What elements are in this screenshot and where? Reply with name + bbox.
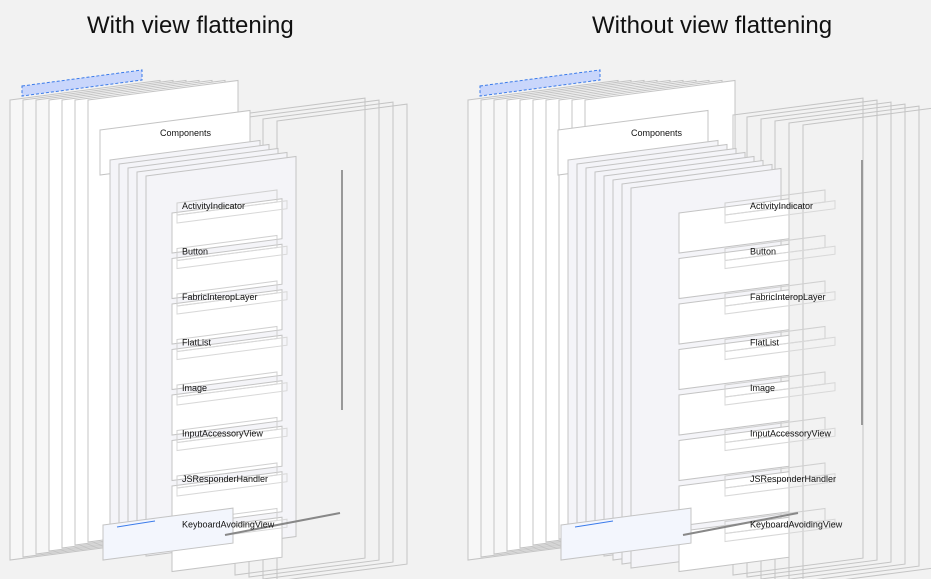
- component-label: FlatList: [182, 338, 212, 348]
- component-row[interactable]: [678, 234, 836, 300]
- tab-bar: [560, 507, 692, 561]
- component-row[interactable]: [678, 325, 836, 391]
- row-subtitle-frame: [176, 427, 288, 452]
- selected-window-scene: [479, 69, 601, 97]
- component-row[interactable]: [171, 325, 288, 391]
- scroll-layer: [774, 103, 906, 579]
- component-label: FabricInteropLayer: [750, 292, 826, 302]
- scroll-layer: [802, 107, 931, 579]
- row-subtitle-frame: [176, 291, 288, 315]
- row-subtitle-frame: [176, 200, 288, 224]
- component-label: Image: [182, 383, 207, 393]
- panel-title-without-flattening: Without view flattening: [592, 12, 833, 39]
- component-label: Button: [750, 247, 776, 257]
- component-label: JSResponderHandler: [750, 474, 836, 484]
- row-cell: [678, 380, 790, 436]
- label-layer: ComponentsActivityIndicatorButtonFabricI…: [160, 128, 843, 530]
- component-label: JSResponderHandler: [182, 474, 268, 484]
- row-subtitle-frame: [724, 291, 836, 315]
- row-cell: [678, 289, 790, 345]
- row-subtitle-frame: [176, 245, 288, 270]
- component-row[interactable]: [171, 234, 288, 300]
- component-row[interactable]: [678, 416, 836, 482]
- tab-bar: [102, 507, 234, 561]
- row-cell: [678, 243, 790, 300]
- component-row[interactable]: [171, 416, 288, 482]
- row-subtitle-frame: [724, 245, 836, 270]
- keyboard-edge: [224, 512, 341, 536]
- hierarchy-unflattened: [467, 69, 931, 579]
- component-label: ActivityIndicator: [750, 201, 813, 211]
- row-subtitle-frame: [724, 518, 836, 543]
- scroll-layer: [788, 105, 920, 579]
- component-row[interactable]: [171, 189, 288, 254]
- row-subtitle-frame: [176, 382, 288, 406]
- tab-indicator: [574, 520, 614, 528]
- tab-indicator: [116, 520, 156, 528]
- row-subtitle-frame: [724, 200, 836, 224]
- component-row[interactable]: [678, 371, 836, 436]
- component-label: KeyboardAvoidingView: [182, 520, 275, 530]
- row-subtitle-frame: [724, 382, 836, 406]
- row-subtitle-frame: [724, 427, 836, 452]
- component-row[interactable]: [171, 280, 288, 345]
- component-label: FlatList: [750, 338, 780, 348]
- panel-title-with-flattening: With view flattening: [87, 12, 294, 39]
- component-label: InputAccessoryView: [182, 429, 263, 439]
- row-cell: [678, 334, 790, 391]
- component-row[interactable]: [678, 189, 836, 254]
- component-label: Image: [750, 383, 775, 393]
- selected-window-scene: [21, 69, 143, 97]
- component-row[interactable]: [171, 371, 288, 436]
- row-subtitle-frame: [176, 473, 288, 497]
- component-label: KeyboardAvoidingView: [750, 520, 843, 530]
- row-subtitle-frame: [724, 336, 836, 361]
- row-cell: [678, 198, 790, 254]
- row-subtitle-frame: [176, 336, 288, 361]
- header-label: Components: [631, 128, 683, 138]
- component-label: FabricInteropLayer: [182, 292, 258, 302]
- row-subtitle-frame: [724, 473, 836, 497]
- component-label: InputAccessoryView: [750, 429, 831, 439]
- component-label: ActivityIndicator: [182, 201, 245, 211]
- component-row[interactable]: [678, 280, 836, 345]
- component-label: Button: [182, 247, 208, 257]
- row-cell: [678, 425, 790, 482]
- keyboard-edge: [682, 512, 799, 536]
- hierarchy-flattened: [9, 69, 408, 579]
- header-label: Components: [160, 128, 212, 138]
